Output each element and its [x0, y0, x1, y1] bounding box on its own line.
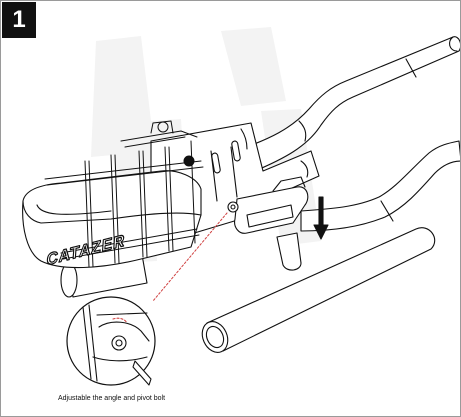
rear-extension-bar — [240, 36, 460, 172]
leader-line — [152, 212, 228, 302]
instruction-caption: Adjustable the angle and pivot bolt — [58, 395, 166, 402]
step-number: 1 — [12, 6, 26, 33]
arrow-down-icon — [313, 196, 329, 240]
arm-cup — [22, 170, 202, 269]
cup-cage-wires — [44, 120, 204, 268]
front-extension-bar — [300, 140, 460, 232]
step-number-badge: 1 — [2, 2, 36, 38]
pivot-bolt-icon — [111, 335, 127, 351]
bar-clamp — [227, 176, 309, 271]
magnified-detail-circle — [66, 296, 156, 386]
base-bar-tube — [201, 227, 436, 353]
